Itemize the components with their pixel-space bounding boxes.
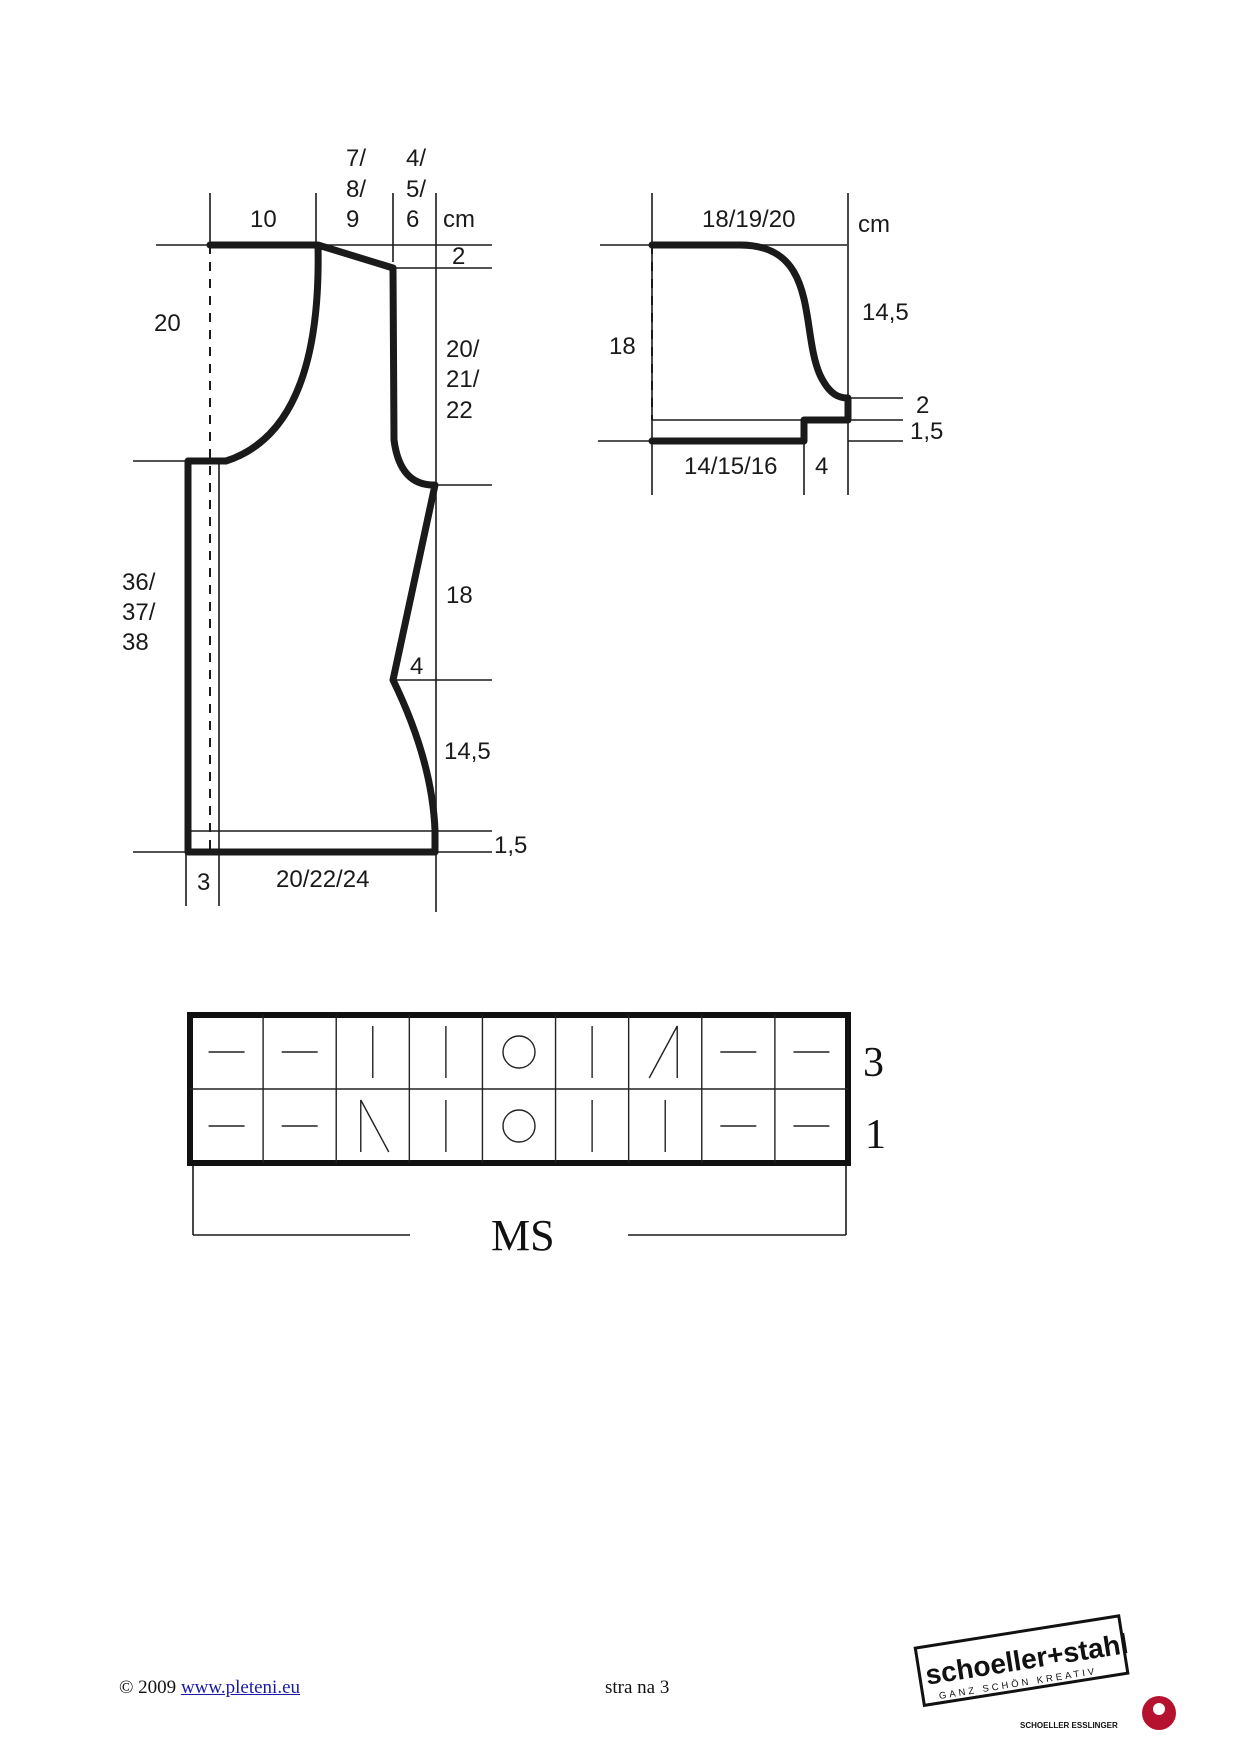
stitch-chart: 3 1 MS xyxy=(187,1012,886,1260)
chart-symbol-yarn-over xyxy=(502,1035,536,1069)
brand-logo: schoeller+stahl GANZ SCHÖN KREATIV SCHOE… xyxy=(913,1614,1176,1730)
front-top-width-label: 10 xyxy=(250,206,277,233)
chart-symbol-yarn-over xyxy=(502,1109,536,1143)
sleeve-unit-label: cm xyxy=(858,211,890,238)
front-armhole-label-1: 20/ xyxy=(446,336,480,363)
sleeve-step-label: 2 xyxy=(916,392,929,419)
front-waist-upper-label: 18 xyxy=(446,582,473,609)
sleeve-top-width-label: 18/19/20 xyxy=(702,206,795,233)
front-piece-diagram: 10 7/ 8/ 9 4/ 5/ 6 cm 2 20 20/ 21/ 22 36… xyxy=(122,145,527,912)
chart-symbol-decrease-right xyxy=(648,1025,678,1079)
sleeve-cap-height-label: 14,5 xyxy=(862,299,909,326)
front-waist-lower-label: 14,5 xyxy=(444,738,491,765)
sleeve-piece-diagram: 18/19/20 cm 14,5 18 2 1,5 14/15/16 4 xyxy=(598,193,943,495)
front-shoulder-width-label-1: 4/ xyxy=(406,145,426,172)
sleeve-step-width-label: 4 xyxy=(815,453,828,480)
front-hem-height-label: 1,5 xyxy=(494,832,527,859)
repeat-bracket xyxy=(192,1166,847,1236)
front-armhole-label-3: 22 xyxy=(446,397,473,424)
sleeve-outline xyxy=(648,241,852,445)
sleeve-bottom-width-label: 14/15/16 xyxy=(684,453,777,480)
chart-symbol-decrease-left xyxy=(360,1099,390,1153)
front-shoulder-width-label-3: 6 xyxy=(406,206,419,233)
front-unit-label: cm xyxy=(443,206,475,233)
chart-row-label-3: 3 xyxy=(863,1040,884,1086)
sleeve-left-height-label: 18 xyxy=(609,333,636,360)
sleeve-cuff-height-label: 1,5 xyxy=(910,418,943,445)
front-bottom-width-label: 20/22/24 xyxy=(276,866,369,893)
chart-row-label-1: 1 xyxy=(865,1112,886,1158)
front-side-length-label-1: 36/ xyxy=(122,569,156,596)
front-neck-width-label-3: 9 xyxy=(346,206,359,233)
sleeve-measure-lines xyxy=(598,193,903,495)
front-armhole-label-2: 21/ xyxy=(446,366,480,393)
stitch-chart-grid xyxy=(190,1015,848,1163)
front-outline xyxy=(184,241,439,856)
repeat-label: MS xyxy=(491,1211,555,1260)
front-side-length-label-3: 38 xyxy=(122,629,149,656)
front-neck-depth-label: 20 xyxy=(154,310,181,337)
front-waist-inset-label: 4 xyxy=(410,653,423,680)
website-link[interactable]: www.pleteni.eu xyxy=(180,1677,301,1698)
front-neck-width-label-1: 7/ xyxy=(346,145,366,172)
front-border-width-label: 3 xyxy=(197,869,210,896)
stitch-chart-symbols xyxy=(208,1025,830,1153)
front-shoulder-drop-label: 2 xyxy=(452,243,465,270)
logo-sub-text: SCHOELLER ESSLINGER xyxy=(1020,1721,1118,1730)
front-neck-width-label-2: 8/ xyxy=(346,176,366,203)
front-side-length-label-2: 37/ xyxy=(122,599,156,626)
front-shoulder-width-label-2: 5/ xyxy=(406,176,426,203)
